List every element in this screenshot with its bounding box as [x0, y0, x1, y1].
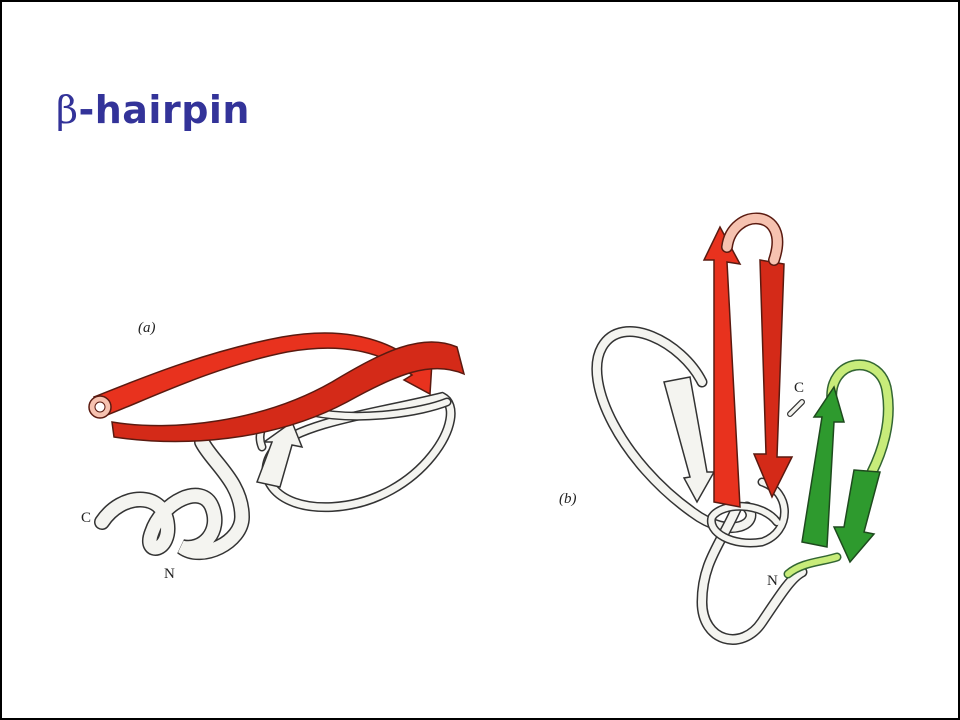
panel-b-green-strand-1 [802, 387, 844, 547]
panel-a-c-terminus-label: C [81, 510, 91, 527]
panel-b-white-strand-arrow [664, 377, 714, 502]
panel-a-label: (a) [138, 320, 156, 337]
panel-b-red-strand-2 [754, 260, 792, 497]
panel-b-c-terminus-label: C [794, 380, 804, 397]
panel-b-ribbon-diagram [597, 218, 888, 639]
panel-b-red-strand-1 [704, 227, 740, 507]
panel-a-ribbon-diagram [89, 333, 464, 552]
panel-b-label: (b) [559, 491, 577, 508]
panel-a-n-terminus-label: N [164, 566, 175, 583]
panel-b-green-strand-2 [834, 470, 880, 562]
panel-b-n-terminus-label: N [767, 573, 778, 590]
